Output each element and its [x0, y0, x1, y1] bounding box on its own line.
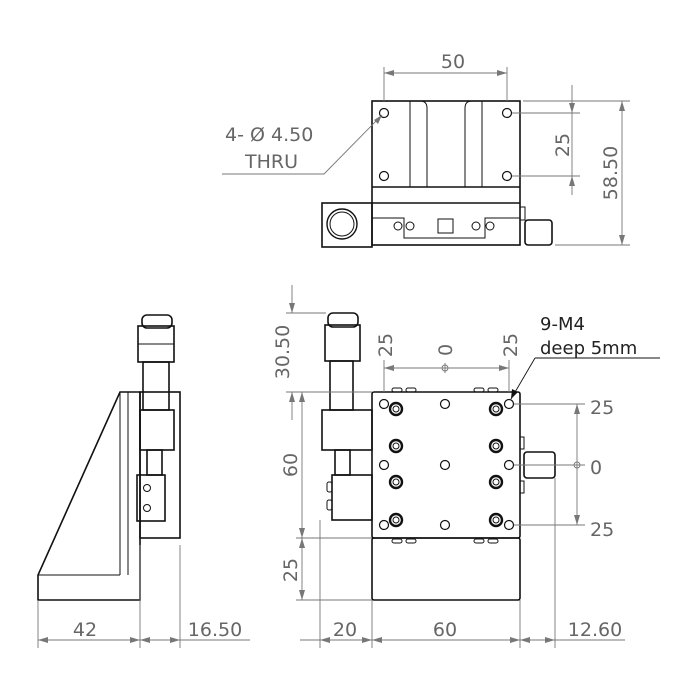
dim-25-holes: 25 — [552, 133, 574, 157]
dim-42: 42 — [73, 619, 97, 641]
screw-heads — [393, 221, 495, 231]
thread-note: 9-M4 — [540, 314, 585, 335]
dim-60-horizontal: 60 — [433, 619, 457, 641]
dim-30-50: 30.50 — [272, 325, 294, 379]
dim-12-60: 12.60 — [568, 619, 622, 641]
dim-58-50: 58.50 — [600, 146, 622, 200]
hole-note: 4- Ø 4.50 — [225, 124, 313, 146]
dim-right-25-bottom: 25 — [590, 519, 614, 541]
thread-note-depth: deep 5mm — [540, 338, 637, 359]
top-view: 50 25 58.50 4- Ø 4.50 THRU — [222, 51, 630, 248]
dim-top-0: 0 — [435, 344, 457, 356]
hole-note-thru: THRU — [244, 151, 298, 173]
dim-16-50: 16.50 — [188, 619, 242, 641]
dim-top-25-left: 25 — [375, 333, 397, 357]
side-view: 42 16.50 — [37, 314, 250, 648]
dim-60-vertical: 60 — [280, 453, 302, 477]
dim-top-25-right: 25 — [500, 333, 522, 357]
edge-bolts — [391, 387, 499, 544]
dim-50: 50 — [441, 51, 465, 73]
dim-25-base: 25 — [280, 558, 302, 582]
dim-right-0: 0 — [590, 457, 602, 479]
m4-holes — [378, 398, 515, 531]
front-view: 25 0 25 9-M4 deep 5mm 25 0 25 30.50 60 2… — [272, 285, 660, 648]
dim-20: 20 — [333, 619, 357, 641]
dim-right-25-top: 25 — [590, 397, 614, 419]
